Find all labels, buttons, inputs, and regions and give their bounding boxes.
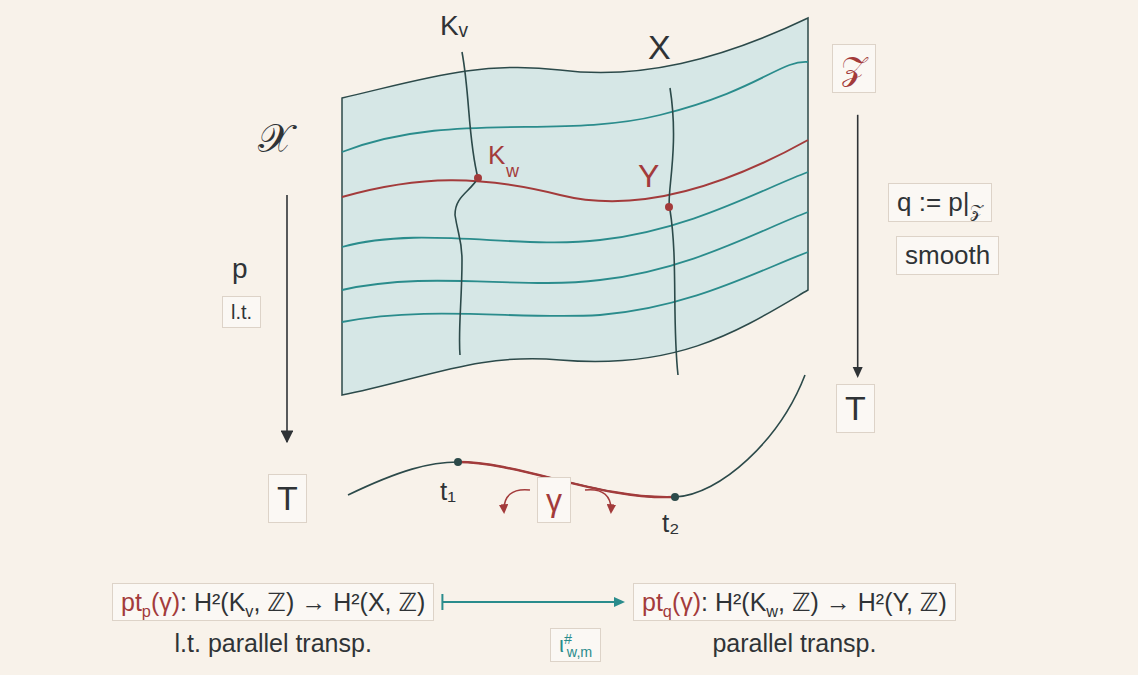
base-label-box: T [836,384,875,433]
text-row: l.t. [231,300,252,324]
text-row: 𝒵 [841,48,867,89]
arrowhead [614,597,625,607]
text-row: T [277,478,298,519]
text-row: ptq(γ): H²(Kw, ℤ) → H²(Y, ℤ) [642,587,947,617]
point-dot [665,203,673,211]
math-text: , ℤ) → H²(Y, ℤ) [778,588,947,616]
text-row: γ [546,481,562,519]
math-text: w [766,602,778,620]
math-text: smooth [905,240,990,270]
connector-arrow [853,115,863,378]
text-row: q := p|𝒵 [897,187,983,218]
mapsto-bar [441,594,443,610]
math-text: : H²(K [180,588,245,616]
math-text: l.t. [231,301,252,323]
property-box: smooth [896,236,999,275]
curly-arrow [504,490,530,512]
formula-caption: l.t. parallel transp. [175,628,372,658]
point-dot [474,174,482,182]
math-text: w,m [567,644,592,660]
math-text: pt [642,588,663,616]
curly-arrow [585,490,611,512]
map-label: p [232,255,248,283]
text-row: smooth [905,240,990,271]
formula-box: ptq(γ): H²(Kw, ℤ) → H²(Y, ℤ)parallel tra… [633,583,956,621]
fibre-label: w [506,162,519,180]
math-text: 𝒵 [970,202,983,221]
leaf-curve [342,62,808,152]
math-text: (γ) [151,588,180,616]
leaf-curve [342,212,808,290]
arrowhead [853,367,863,378]
math-text: , ℤ) → H²(X, ℤ) [253,588,425,616]
map-label-box: ι#w,m [550,628,601,662]
leaf-curve [342,252,808,322]
text-row: ptp(γ): H²(Kv, ℤ) → H²(X, ℤ) [121,587,425,617]
space-label-box: 𝒵 [832,44,876,93]
formula-caption: parallel transp. [712,628,876,658]
math-text: T [845,389,866,427]
property-box: l.t. [222,296,261,328]
map-label-box: q := p|𝒵 [888,183,992,222]
math-text: pt [121,588,142,616]
math-text: q [663,602,672,620]
point-label: t₂ [662,510,679,536]
connector-line [857,115,859,370]
math-text: p [142,602,151,620]
fibre-curve [669,88,678,375]
math-text: q := p| [897,187,970,217]
math-text: ι [559,632,564,657]
math-text: γ [546,482,562,518]
section-curve [342,140,808,201]
connector-arrow [442,594,625,610]
path-label-box: γ [537,477,571,523]
point-dot [671,493,679,501]
base-curve [348,375,805,497]
math-text: v [245,602,253,620]
math-text: (γ) [672,588,701,616]
connector-line [442,601,617,603]
math-text: : H²(K [701,588,766,616]
math-text: T [277,479,298,517]
fibre-label: X [648,30,671,64]
fibre-curve [455,52,478,355]
projection-arrow [286,195,288,442]
base-label-box: T [268,474,307,523]
space-label: 𝒳 [258,118,292,158]
text-row: ι#w,m [559,632,592,658]
fibre-label: K [488,142,505,168]
text-row: T [845,388,866,429]
total-space-surface [342,18,808,395]
formula-box: ptp(γ): H²(Kv, ℤ) → H²(X, ℤ)l.t. paralle… [112,583,434,621]
point-label: t₁ [440,478,456,504]
point-dot [454,458,462,466]
fibre-label: Kᵥ [440,12,468,40]
math-text: 𝒵 [841,49,867,87]
fibre-label: Y [638,160,659,192]
